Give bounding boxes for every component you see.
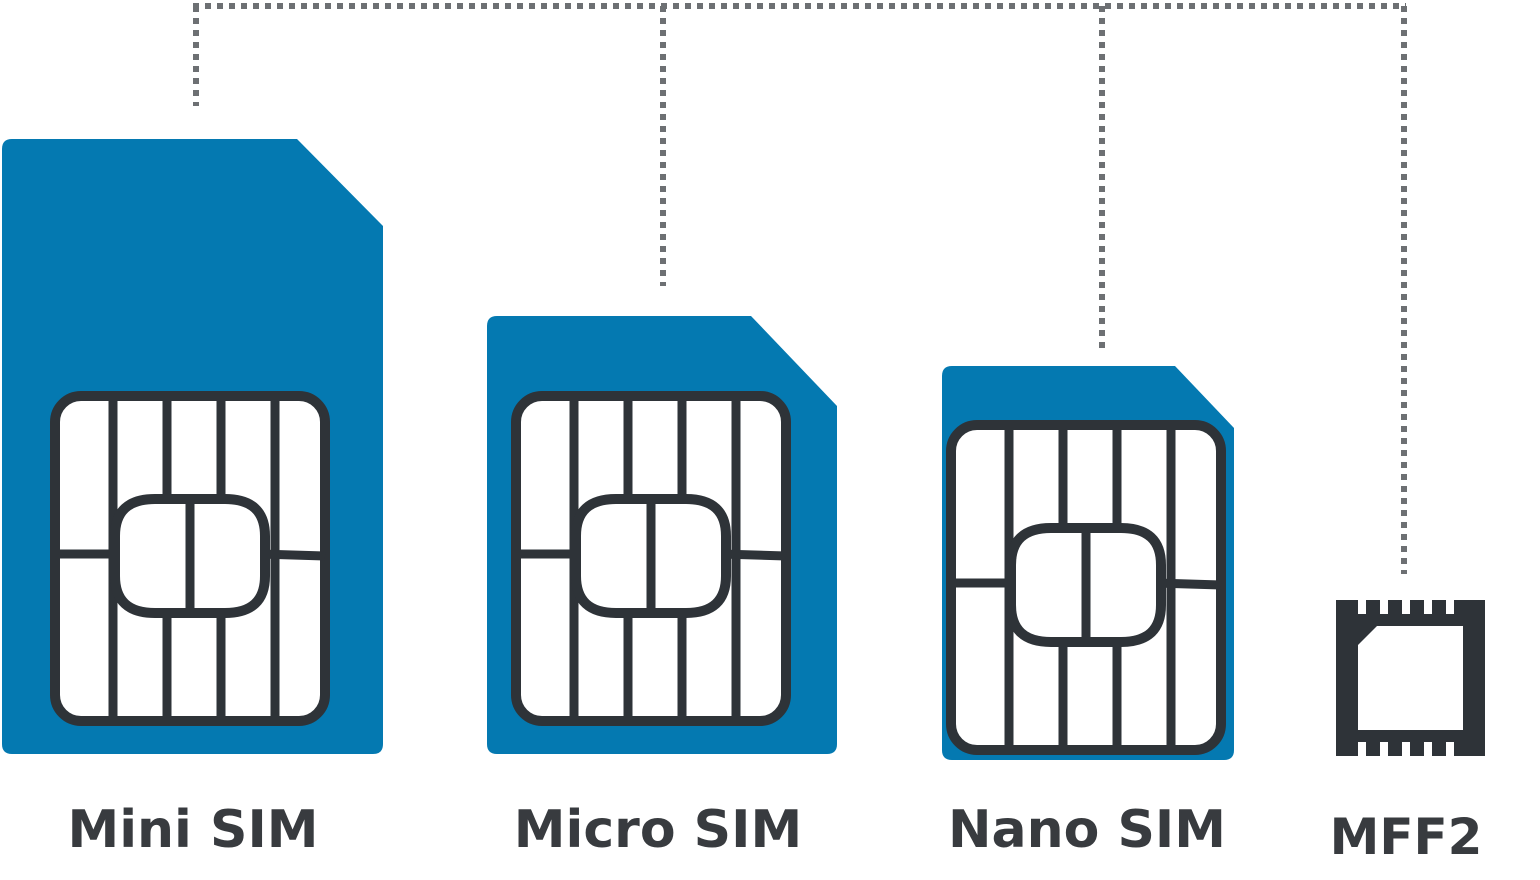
mff2-chip	[1336, 600, 1485, 756]
mini-sim-card	[2, 139, 383, 754]
mff2-label: MFF2	[1329, 808, 1483, 866]
mini-sim-chip	[55, 396, 325, 721]
nano-sim-chip	[951, 425, 1221, 750]
micro-sim-label: Micro SIM	[513, 800, 803, 860]
micro-sim-chip	[516, 396, 786, 721]
micro-sim-card	[487, 316, 837, 754]
nano-sim-label: Nano SIM	[947, 800, 1227, 860]
connector-lines	[193, 3, 1407, 574]
mini-sim-label: Mini SIM	[67, 800, 319, 860]
nano-sim-card	[942, 366, 1234, 760]
